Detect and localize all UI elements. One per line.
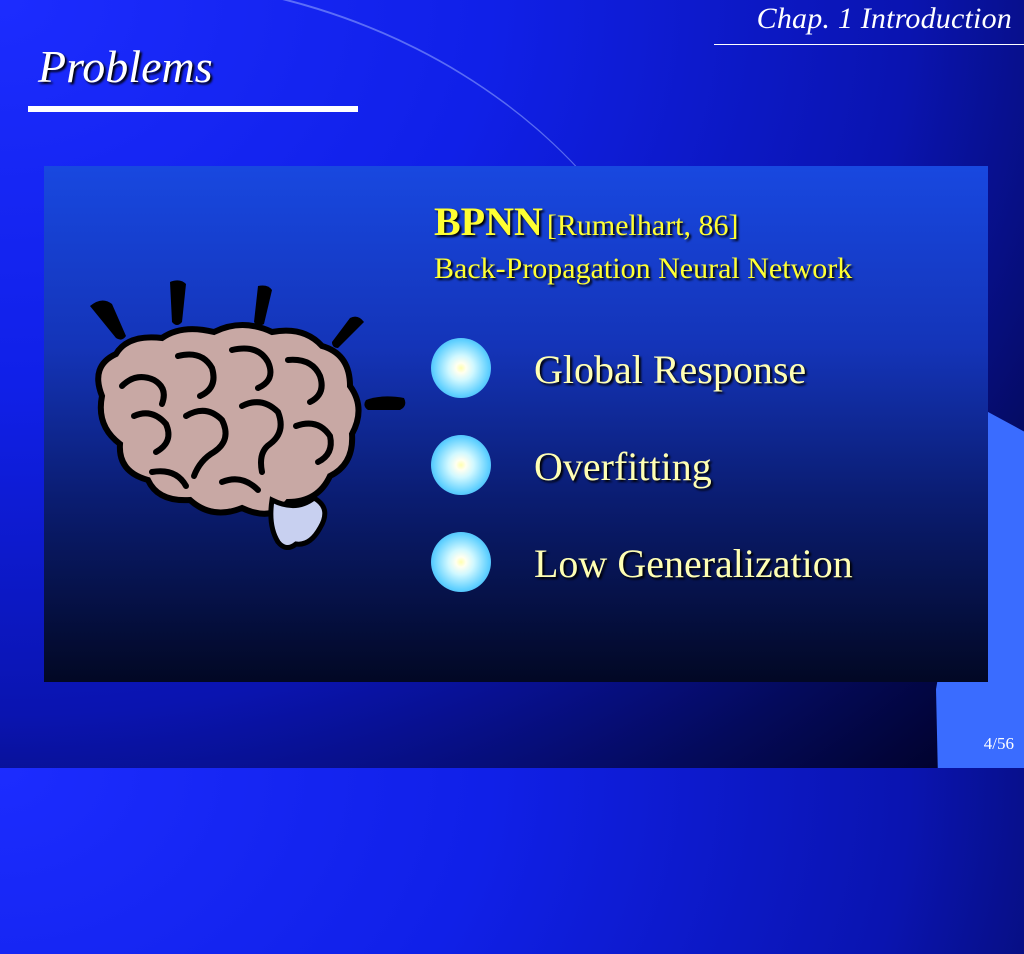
heading-subtitle: Back-Propagation Neural Network [434, 252, 853, 285]
brain-icon [90, 280, 406, 550]
bullet-item: Low Generalization [534, 541, 853, 586]
bullet-item: Global Response [534, 347, 807, 392]
bullet-item: Overfitting [534, 444, 712, 489]
chapter-header: Chap. 1 Introduction [756, 2, 1012, 35]
heading-citation: [Rumelhart, 86] [546, 209, 739, 242]
circle-bullet-icon [431, 338, 491, 398]
section-heading: BPNN [Rumelhart, 86] [434, 198, 739, 245]
circle-bullet-icon [431, 532, 491, 592]
header-rule [714, 44, 1024, 45]
page-number: 4/56 [983, 734, 1014, 753]
circle-bullet-icon [431, 435, 491, 495]
title-underline [28, 106, 358, 112]
heading-acronym: BPNN [434, 199, 543, 244]
slide-title: Problems [38, 41, 213, 92]
